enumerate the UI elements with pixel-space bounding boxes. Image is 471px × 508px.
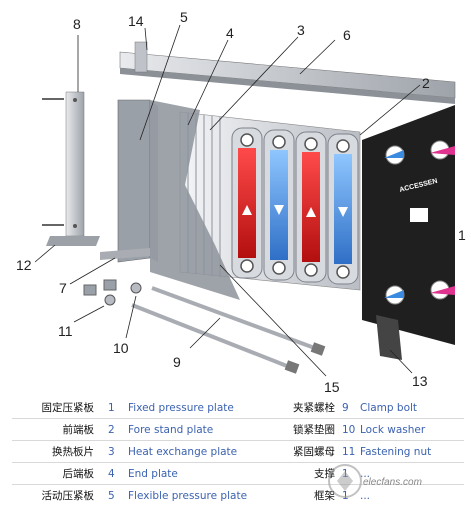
callout-14: 14: [128, 13, 144, 29]
watermark-logo: [328, 464, 362, 498]
legend-cn: 框架: [314, 490, 335, 502]
legend-num: 1: [108, 402, 115, 414]
legend-en: Fore stand plate: [128, 424, 214, 436]
legend-num: 4: [108, 468, 115, 480]
legend-en: ...: [360, 468, 371, 480]
legend-num: 9: [342, 402, 349, 414]
callout-10: 10: [113, 340, 129, 356]
callout-8: 8: [73, 16, 81, 32]
callout-15: 15: [324, 379, 340, 395]
legend-num: 10: [342, 424, 356, 436]
legend-row: 换热板片 3 Heat exchange plate: [0, 443, 260, 461]
legend-divider: [12, 462, 464, 463]
callout-2: 2: [422, 75, 430, 91]
callout-13: 13: [412, 373, 428, 389]
fixed-pressure-plate: [362, 105, 455, 360]
callout-1: 1: [458, 227, 466, 243]
clamp-bolts: [131, 286, 326, 374]
callout-9: 9: [173, 354, 181, 370]
callout-12: 12: [16, 257, 32, 273]
legend-cn: 活动压紧板: [41, 490, 95, 502]
legend-en: Heat exchange plate: [128, 446, 238, 458]
callout-5: 5: [180, 9, 188, 25]
callout-11: 11: [58, 323, 73, 339]
parts-legend: 固定压紧板 1 Fixed pressure plate 前端板 2 Fore …: [0, 395, 471, 508]
legend-en: Fixed pressure plate: [128, 402, 234, 414]
leader-lines: [34, 24, 421, 377]
legend-row: 夹紧螺栓 9 Clamp bolt: [262, 399, 471, 417]
legend-en: Fastening nut: [360, 446, 432, 458]
legend-cn: 后端板: [62, 468, 95, 480]
callout-7: 7: [59, 280, 67, 296]
support-column: [42, 91, 100, 246]
legend-row: 锁紧垫圈 10 Lock washer: [262, 421, 471, 439]
legend-row: 前端板 2 Fore stand plate: [0, 421, 260, 439]
flow-plates: [231, 127, 359, 285]
legend-en: Lock washer: [360, 424, 426, 436]
legend-row: 活动压紧板 5 Flexible pressure plate: [0, 487, 260, 505]
legend-en: Flexible pressure plate: [128, 490, 248, 502]
guide-bar: [100, 248, 150, 260]
legend-num: 5: [108, 490, 115, 502]
legend-row: 后端板 4 End plate: [0, 465, 260, 483]
legend-en: Clamp bolt: [360, 402, 418, 414]
legend-cn: 紧固螺母: [293, 446, 335, 458]
callout-4: 4: [226, 25, 234, 41]
legend-divider: [12, 418, 464, 419]
legend-divider: [12, 440, 464, 441]
legend-row: 固定压紧板 1 Fixed pressure plate: [0, 399, 260, 417]
carrying-bar: [119, 41, 456, 104]
watermark-text: elecfans.com: [363, 477, 422, 488]
callout-3: 3: [297, 22, 305, 38]
legend-num: 11: [342, 446, 356, 458]
cutaway-cover: [150, 100, 240, 300]
legend-cn: 固定压紧板: [41, 402, 95, 414]
legend-en: ...: [360, 490, 371, 502]
plate-heat-exchanger-diagram: ACCESSEN 8 14 5 4 3 6 2 1 12: [16, 9, 466, 395]
legend-cn: 锁紧垫圈: [293, 424, 335, 436]
legend-cn: 换热板片: [52, 446, 94, 458]
legend-divider: [12, 484, 464, 485]
legend-num: 2: [108, 424, 115, 436]
callout-6: 6: [343, 27, 351, 43]
legend-en: End plate: [128, 468, 178, 480]
legend-cn: 前端板: [62, 424, 95, 436]
legend-row: 紧固螺母 11 Fastening nut: [262, 443, 471, 461]
legend-num: 3: [108, 446, 115, 458]
nuts-washers: [83, 279, 142, 306]
legend-cn: 夹紧螺栓: [293, 402, 335, 414]
